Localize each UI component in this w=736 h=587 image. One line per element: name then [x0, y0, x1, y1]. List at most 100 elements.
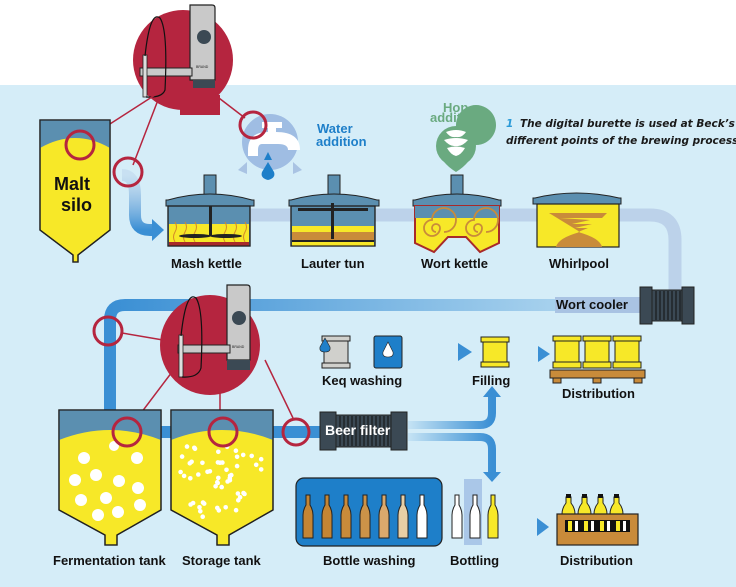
bottling: Bottling [450, 479, 499, 568]
lauter-tun: Lauter tun [288, 174, 380, 271]
bubble [192, 445, 197, 451]
bubble [249, 453, 254, 459]
burette-brand-label: BRAND [196, 65, 209, 69]
bubble [198, 509, 203, 514]
bottle [451, 494, 463, 539]
bubble [241, 490, 246, 496]
bubble [188, 476, 193, 481]
bubble [197, 505, 202, 510]
bottle [340, 494, 352, 539]
bubble [216, 508, 222, 513]
bubble [240, 452, 246, 458]
whirlpool-label: Whirlpool [549, 256, 609, 271]
bubble [258, 467, 264, 472]
sampling-point-storage[interactable] [207, 416, 239, 448]
bubble [223, 505, 228, 510]
bottle [469, 494, 481, 539]
malt-silo: Malt silo [39, 119, 111, 263]
bubble [196, 472, 201, 477]
water-drop-icon-3 [382, 341, 394, 358]
faucet-icon [248, 122, 300, 156]
hop-addition: Hop addition [430, 100, 496, 172]
bottle [359, 494, 371, 539]
digital-burette-top: BRAND [133, 4, 233, 115]
bubble [188, 502, 193, 507]
bottle [302, 494, 314, 539]
svg-text:1 The digital burette is: 1 The digital burette is used at Beck’s … [506, 118, 736, 130]
crate-distribution: Distribution [556, 494, 639, 568]
bubble [234, 454, 240, 460]
wort-kettle: Wort kettle [412, 174, 502, 271]
bubble [234, 463, 240, 469]
bottling-label: Bottling [450, 553, 499, 568]
sampling-point-fermentation[interactable] [111, 416, 143, 448]
bubble [216, 475, 221, 481]
filling-label: Filling [472, 373, 510, 388]
keg-washing: Keq washing [319, 335, 403, 388]
bubble [200, 500, 206, 505]
bubble [213, 484, 218, 489]
crate-distribution-label: Distribution [560, 553, 633, 568]
bubble [224, 467, 229, 473]
bubble [184, 444, 190, 449]
keg-washing-label: Keq washing [322, 373, 402, 388]
bubble [215, 479, 220, 485]
keg [612, 335, 642, 369]
wort-cooler-pipe [104, 299, 650, 420]
water-drop-icon-2 [319, 337, 331, 353]
bubble [235, 491, 241, 496]
bubble [253, 462, 259, 468]
malt-to-mash-arrow [121, 169, 155, 236]
sampling-point-malt-silo[interactable] [64, 129, 96, 161]
bubble [189, 459, 194, 465]
bottle-washing-label: Bottle washing [323, 553, 416, 568]
bubble [205, 469, 210, 475]
whirlpool: Whirlpool [532, 192, 622, 271]
bubble [233, 448, 239, 454]
beer-filter-label: Beer filter [325, 422, 391, 438]
bubble [237, 495, 243, 500]
sampling-point-cooler-pipe[interactable] [92, 315, 124, 347]
mash-kettle-label: Mash kettle [171, 256, 242, 271]
filter-to-bottling-pipe [408, 433, 496, 473]
storage-tank-label: Storage tank [182, 553, 262, 568]
sampling-point-water[interactable] [238, 110, 268, 140]
water-drop-icon [261, 162, 275, 180]
water-addition: Water addition [238, 114, 367, 180]
digital-burette-middle: BRAND [160, 284, 260, 395]
keg [552, 335, 582, 369]
bottle [378, 494, 390, 539]
bubble [227, 477, 233, 483]
bottle [397, 494, 409, 539]
fermentation-tank-label: Fermentation tank [53, 553, 166, 568]
storage-tank: Storage tank [170, 409, 274, 568]
keg-distribution: Distribution [549, 335, 646, 401]
bubble [178, 469, 183, 475]
caption-number: 1 [506, 118, 513, 130]
bubble [217, 460, 223, 466]
bottle [416, 494, 428, 539]
keg [582, 335, 612, 369]
sampling-point-malt-transfer[interactable] [112, 156, 144, 188]
malt-silo-label-line2: silo [61, 195, 92, 215]
sampling-point-filter-inlet[interactable] [281, 417, 311, 447]
caption-line-2: different points of the brewing process. [506, 135, 736, 147]
filter-to-filling-pipe [408, 395, 496, 429]
bubble [200, 460, 205, 466]
storage-tank-bubbles [178, 444, 264, 519]
caption-line-1: The digital burette is used at Beck’s at [520, 118, 736, 130]
hop-cone-icon [444, 130, 468, 156]
bottle [487, 494, 499, 539]
bubble [216, 449, 221, 455]
bubble [200, 514, 205, 519]
bubble [258, 456, 264, 462]
lauter-tun-label: Lauter tun [301, 256, 365, 271]
wort-cooler-label: Wort cooler [556, 297, 628, 312]
keg-distribution-label: Distribution [562, 386, 635, 401]
wort-cooler: Wort cooler [556, 286, 695, 325]
bottle-washing: Bottle washing [295, 477, 443, 568]
beer-filter: Beer filter [319, 411, 408, 451]
burette-brand-label-2: BRAND [232, 345, 245, 349]
bubble [179, 454, 185, 459]
